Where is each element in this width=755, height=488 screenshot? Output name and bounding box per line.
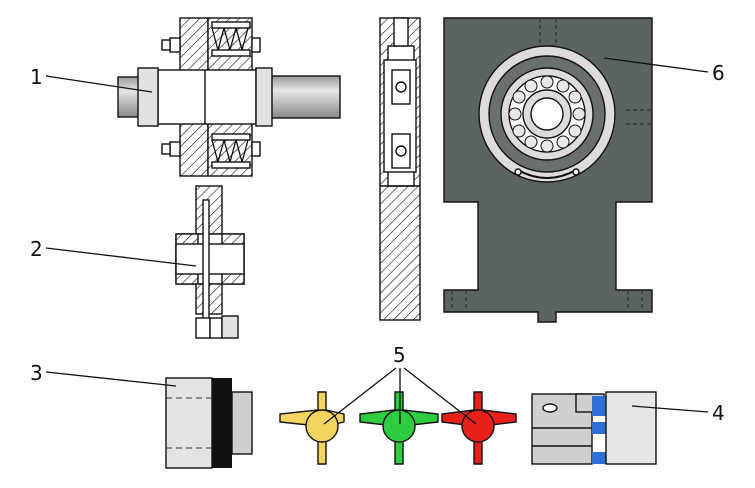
part-2-coupling-section [175, 185, 245, 339]
spring-bottom [211, 133, 251, 169]
part-3-sleeve-coupling [165, 377, 253, 469]
bearing-housing-side-section [379, 17, 421, 321]
leader-lines [45, 57, 709, 425]
ball-bearing-icon [508, 75, 586, 153]
label-6: 6 [712, 61, 725, 85]
bolt-head-bottom [169, 141, 181, 157]
bore [530, 97, 564, 131]
part-5-spider-red [441, 391, 517, 465]
right-shaft [267, 75, 341, 119]
hub-nut-left [137, 67, 159, 127]
blue-insert-top [592, 396, 606, 416]
label-5: 5 [393, 343, 406, 367]
hub-nut-right [255, 67, 273, 127]
label-2: 2 [30, 237, 43, 261]
part-1-coupling-assembly [117, 17, 341, 177]
part-4-jaw-coupling [531, 391, 657, 465]
rubber-insert [212, 378, 232, 468]
spring-top [211, 21, 251, 57]
label-3: 3 [30, 361, 43, 385]
label-1: 1 [30, 65, 43, 89]
part-5-spider-green [359, 391, 439, 465]
part-5-spider-yellow [279, 391, 345, 465]
key-slot [202, 199, 210, 321]
part-6-bearing-housing [443, 17, 653, 323]
coupling-hub [157, 69, 257, 125]
bolt-head-top [169, 37, 181, 53]
label-4: 4 [712, 401, 725, 425]
bolt-nut [195, 317, 211, 339]
